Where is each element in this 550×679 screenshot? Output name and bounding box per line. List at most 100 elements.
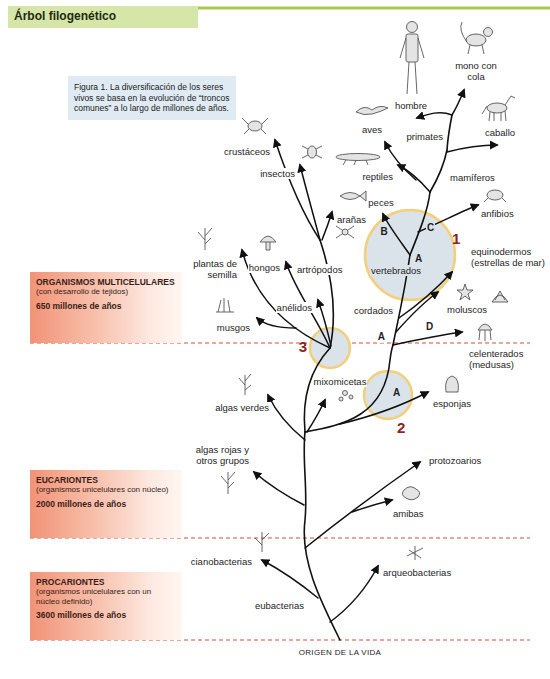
tree-arrow	[417, 113, 452, 118]
tree-arrow	[268, 395, 305, 440]
tree-arrow	[447, 145, 497, 152]
tree-branch	[304, 348, 330, 432]
taxon-label: esponjas	[432, 398, 472, 409]
callout-number: 2	[396, 419, 406, 437]
highlight-circle	[365, 210, 455, 300]
taxon-label: cordados	[353, 305, 394, 316]
taxon-label: crustáceos	[223, 146, 271, 157]
tree-arrow	[330, 566, 378, 622]
band-text: PROCARIONTES	[36, 577, 176, 587]
band-text: 3600 millones de años	[36, 610, 176, 620]
organism-icon	[339, 397, 343, 401]
taxon-label: protozoarios	[428, 455, 482, 466]
organism-icon	[406, 34, 418, 62]
taxon-label: hombre	[394, 100, 428, 111]
taxon-label: mono con cola	[452, 60, 500, 83]
title-bar	[8, 6, 198, 28]
band-text: (organismos unicelulares con núcleo)	[36, 485, 176, 495]
branch-letter: C	[426, 222, 435, 234]
tree-arrow	[393, 332, 462, 345]
organism-icon	[466, 34, 486, 46]
band-text: EUCARIONTES	[36, 475, 176, 485]
taxon-label: amibas	[392, 508, 425, 519]
tree-branch	[304, 115, 452, 640]
organism-icon	[487, 190, 503, 200]
band-text: (organismos unicelulares con un núcleo d…	[36, 587, 176, 606]
era-line	[30, 343, 530, 640]
taxon-label: aves	[361, 124, 383, 135]
organism-icon	[260, 236, 276, 250]
tree-arrow	[262, 560, 318, 598]
taxon-label: anélidos	[276, 302, 313, 313]
taxon-label: arqueobacterias	[382, 567, 452, 578]
taxon-label: moluscos	[446, 304, 488, 315]
branch-letter: A	[414, 253, 423, 265]
organism-icon	[343, 160, 368, 165]
organism-icon	[492, 291, 508, 302]
branch-letter: D	[425, 321, 434, 333]
organism-icon	[342, 229, 348, 235]
branch-letter: A	[392, 387, 401, 399]
tree-branch	[447, 115, 452, 150]
taxon-label: anfibios	[480, 208, 515, 219]
tree-arrow	[305, 462, 420, 548]
taxon-label: plantas de semilla	[182, 258, 238, 281]
title: Árbol filogenético	[14, 9, 116, 23]
callout-number: 3	[298, 338, 308, 356]
organism-icon	[484, 198, 506, 202]
era-band: ORGANISMOS MULTICELULARES(con desarrollo…	[30, 272, 182, 343]
organism-icon	[461, 22, 484, 54]
tree-arrow	[340, 392, 428, 424]
band-text: 2000 millones de años	[36, 499, 176, 509]
figure-caption: Figura 1. La diversificación de los sere…	[68, 76, 236, 120]
organism-icon	[255, 532, 269, 552]
organism-icon	[478, 324, 492, 341]
tree-arrow	[399, 272, 452, 318]
organism-icon	[308, 146, 317, 158]
organism-icon	[482, 96, 515, 121]
tree-arrow	[396, 292, 438, 332]
organism-icon	[457, 284, 473, 300]
tree-arrow	[307, 400, 325, 432]
band-text: (con desarrollo de tejidos)	[36, 287, 176, 297]
title-bar	[8, 6, 550, 28]
organism-icon	[340, 191, 366, 201]
tree-arrow	[322, 212, 332, 240]
taxon-label: caballo	[484, 127, 516, 138]
highlight-circle	[364, 371, 412, 419]
taxon-label: artrópodos	[296, 264, 343, 275]
tree-arrow	[254, 472, 304, 505]
tree-arrow	[318, 300, 331, 346]
tree-branch	[305, 345, 393, 432]
taxon-label: equinodermos (estrellas de mar)	[470, 246, 546, 269]
title-bar	[198, 7, 550, 10]
taxon-label: mixomicetas	[313, 376, 368, 387]
organism-icon	[336, 226, 354, 238]
tree-arrow	[452, 90, 464, 115]
organism-icon	[407, 546, 423, 560]
taxon-label: musgos	[216, 322, 251, 333]
tree-arrow	[300, 165, 320, 240]
organism-icon	[402, 487, 419, 500]
organism-icon	[343, 391, 348, 396]
taxon-label: algas rojas y otros grupos	[176, 444, 250, 467]
organism-icon	[400, 38, 424, 94]
organism-icon	[302, 146, 322, 158]
taxon-label: eubacterias	[254, 600, 305, 611]
band-text: ORGANISMOS MULTICELULARES	[36, 277, 176, 287]
organism-icon	[242, 118, 268, 134]
branch-letter: A	[377, 331, 386, 343]
taxon-label: insectos	[259, 168, 296, 179]
taxon-label: mamíferos	[449, 172, 496, 183]
organism-icon	[239, 374, 251, 395]
organism-icon	[248, 121, 262, 131]
era-band: EUCARIONTES(organismos unicelulares con …	[30, 470, 182, 538]
organism-icon	[336, 154, 380, 161]
organism-icon	[407, 22, 418, 33]
taxon-label: hongos	[248, 262, 281, 273]
taxon-label: arañas	[336, 214, 367, 225]
callout-number: 1	[451, 230, 461, 248]
era-band: PROCARIONTES(organismos unicelulares con…	[30, 572, 182, 640]
organism-icon	[484, 28, 493, 37]
